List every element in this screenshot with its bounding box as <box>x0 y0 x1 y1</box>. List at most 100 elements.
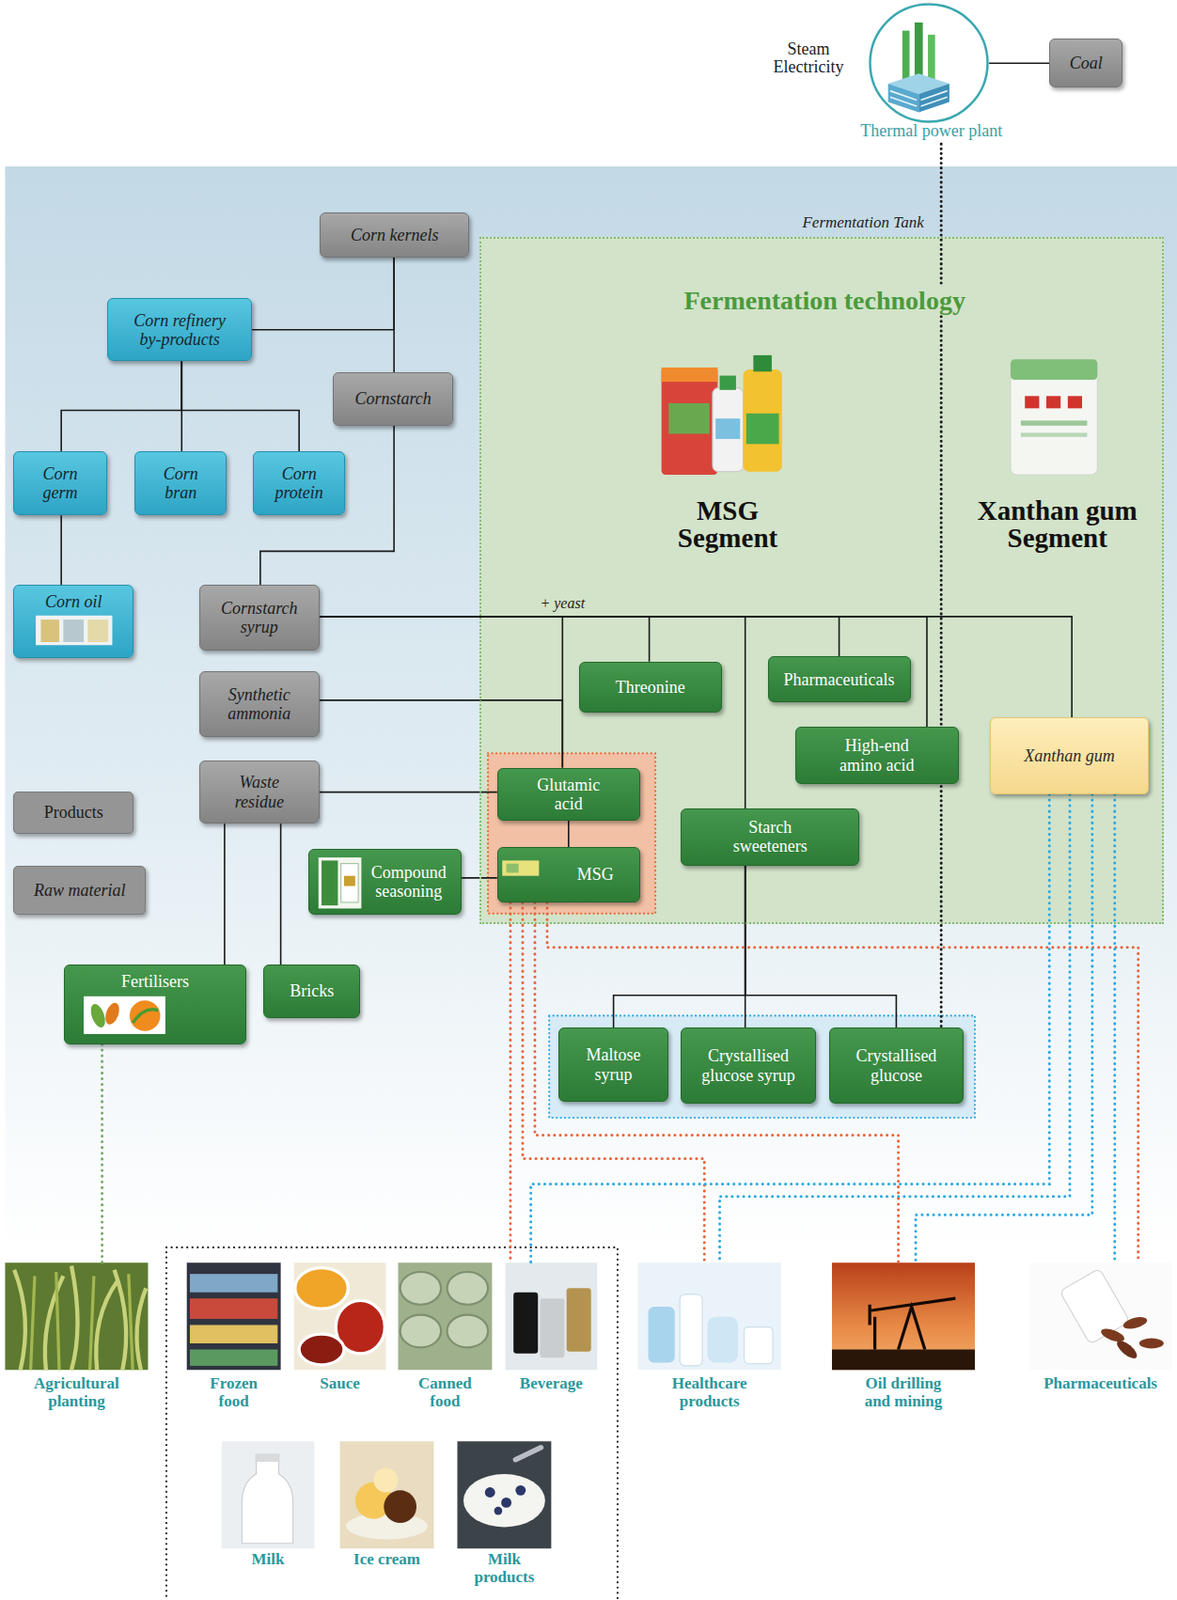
capsule <box>1114 1337 1140 1362</box>
seasoning-thumbnail <box>344 876 356 887</box>
ice-cream-photo <box>340 1441 435 1549</box>
legend-label: Products <box>44 802 104 822</box>
box-label: Xanthan gum <box>1023 746 1115 766</box>
xanthan-bag <box>1010 359 1098 475</box>
raw-material-box: Cornstarch syrup <box>199 584 320 650</box>
box-label: Waste residue <box>218 772 300 811</box>
bag-mark <box>1020 432 1088 437</box>
application-node: Agricultural planting <box>4 1262 148 1411</box>
oil-thumbnail <box>40 619 60 643</box>
box-label: Threonine <box>615 677 686 697</box>
msg-thumbnail <box>502 860 539 876</box>
application-node: Pharmaceuticals <box>1029 1262 1173 1394</box>
milk-bottle <box>241 1459 293 1544</box>
milk-photo <box>221 1441 315 1549</box>
connector <box>392 257 395 374</box>
oil-field-ground <box>831 1349 975 1371</box>
box-label: Maltose syrup <box>578 1045 650 1083</box>
bottle <box>648 1306 675 1364</box>
box-label: Coal <box>1069 53 1103 73</box>
box-label: Cornstarch syrup <box>212 598 307 637</box>
box-label: Pharmaceuticals <box>784 670 895 690</box>
canned-food-photo <box>397 1262 492 1370</box>
box-label: Synthetic ammonia <box>212 685 307 723</box>
bag-mark <box>1024 395 1039 409</box>
plant-circle-outline <box>870 4 989 123</box>
bottle <box>679 1294 703 1366</box>
bottle-cap <box>254 1453 280 1462</box>
connector <box>319 616 650 662</box>
box-label: Fertilisers <box>121 972 189 991</box>
product-box: MSG <box>497 847 641 903</box>
product-box: Threonine <box>579 661 722 713</box>
fertiliser-thumbnail <box>129 1000 161 1032</box>
spoon <box>515 1447 541 1460</box>
frozen-food-photo <box>187 1262 282 1370</box>
scoop <box>383 1490 417 1523</box>
raw-material-box: Waste residue <box>199 760 320 824</box>
box-label: Corn kernels <box>350 225 440 245</box>
connector <box>940 143 943 1028</box>
fertiliser-thumbnail <box>102 1001 122 1027</box>
msg-group-frame <box>487 753 656 913</box>
product-box: Crystallised glucose <box>829 1027 964 1103</box>
connector <box>319 616 840 657</box>
application-label: Oil drilling and mining <box>854 1375 953 1411</box>
connector <box>508 902 512 1263</box>
product-box: Bricks <box>263 964 361 1018</box>
segment-title: Xanthan gum Segment <box>968 497 1147 552</box>
connector <box>61 360 182 452</box>
box-label: Bricks <box>289 981 334 1001</box>
product-box: High-end amino acid <box>795 726 959 785</box>
capsule <box>1121 1315 1148 1332</box>
application-label: Agricultural planting <box>20 1375 133 1411</box>
connector <box>319 616 563 769</box>
bottle <box>707 1317 739 1364</box>
application-node: Milk products <box>456 1441 551 1586</box>
beverage-photo <box>505 1262 598 1370</box>
connector <box>319 700 563 769</box>
by-product-box: Corn refinery by-products <box>107 298 252 361</box>
scoop <box>373 1467 398 1492</box>
pharmaceutical-photo <box>1029 1262 1173 1370</box>
box-label: Glutamic acid <box>527 775 610 814</box>
box-label: Corn protein <box>270 464 329 503</box>
msg-bag <box>661 367 719 475</box>
connector <box>522 902 705 1263</box>
box-label: Corn oil <box>45 592 103 612</box>
application-label: Milk <box>221 1551 315 1570</box>
product-box: Xanthan gum <box>989 717 1148 794</box>
seasoning-thumbnail <box>318 857 362 909</box>
bottle-label <box>715 418 740 440</box>
box-label: Cornstarch <box>354 389 431 409</box>
edge-label: + yeast <box>539 595 585 613</box>
legend-swatch: Products <box>13 791 134 835</box>
sauce-bowl <box>298 1333 345 1366</box>
connector <box>60 515 63 585</box>
product-box: Pharmaceuticals <box>768 656 911 703</box>
application-node: Beverage <box>505 1262 598 1394</box>
msg-bag-label <box>668 403 709 435</box>
connector <box>1113 794 1116 1263</box>
corn-leaves <box>14 1265 146 1370</box>
msg-thumbnail <box>506 863 519 874</box>
blueberry <box>485 1487 496 1498</box>
product-box: Crystallised glucose syrup <box>680 1027 816 1103</box>
application-node: Sauce <box>294 1262 387 1394</box>
raw-material-box: Coal <box>1049 38 1123 88</box>
milk-products-photo <box>456 1441 551 1549</box>
segment-title: MSG Segment <box>661 497 794 552</box>
food-group-frame <box>166 1247 618 1600</box>
legend-label: Raw material <box>33 880 126 900</box>
shelf-goods <box>189 1298 278 1319</box>
shelf-goods <box>189 1349 278 1366</box>
connector <box>251 257 394 330</box>
application-label: Canned food <box>411 1375 480 1411</box>
plant-label: Thermal power plant <box>847 121 1016 141</box>
box-label: Corn bran <box>155 464 206 503</box>
oil-thumbnail <box>62 619 84 643</box>
application-label: Healthcare products <box>658 1375 761 1411</box>
healthcare-photo <box>638 1262 782 1370</box>
bottle-cap <box>753 355 772 372</box>
